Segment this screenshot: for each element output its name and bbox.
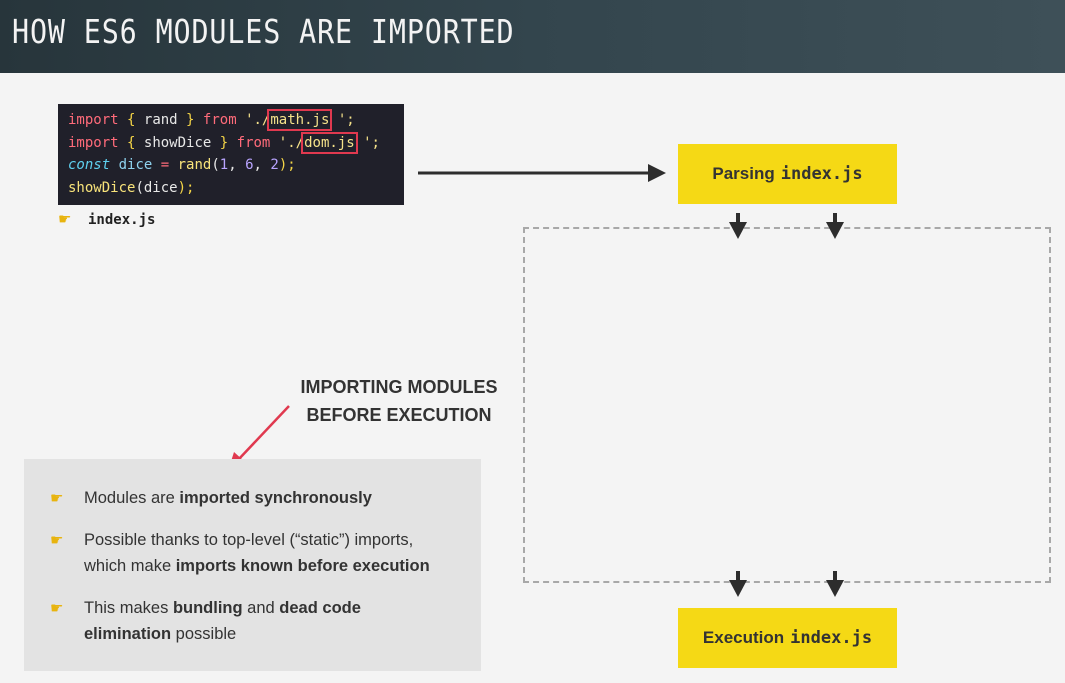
code-line-2: import { showDice } from './dom.js '; — [68, 131, 380, 154]
arrow-icon — [418, 164, 666, 182]
down-arrows-bottom — [729, 571, 844, 597]
file-label: ☛ index.js — [58, 210, 155, 228]
bullet-1: ☛ Modules are imported synchronously — [50, 485, 470, 511]
execution-file: index.js — [790, 628, 873, 648]
bullet-1-text: Modules are imported synchronously — [84, 489, 372, 507]
file-name: index.js — [88, 212, 156, 228]
bullet-2: ☛ Possible thanks to top-level (“static”… — [50, 527, 470, 579]
parsing-box: Parsing index.js — [678, 144, 897, 204]
pointing-hand-icon: ☛ — [50, 489, 64, 507]
down-arrows-top — [729, 213, 844, 239]
pointing-hand-icon: ☛ — [58, 210, 72, 228]
pointing-hand-icon: ☛ — [50, 531, 64, 549]
parsing-file: index.js — [780, 164, 863, 184]
header-bar: HOW ES6 MODULES ARE IMPORTED — [0, 0, 1065, 73]
page-title: HOW ES6 MODULES ARE IMPORTED — [12, 12, 515, 51]
annotation-line-2: BEFORE EXECUTION — [306, 405, 492, 425]
math-js-highlight: math.js — [267, 109, 333, 131]
execution-box: Execution index.js — [678, 608, 897, 668]
bullet-2-text: Possible thanks to top-level (“static”) … — [84, 531, 430, 575]
code-line-3: const dice = rand(1, 6, 2); — [68, 157, 296, 173]
code-snippet: import { rand } from './math.js ';import… — [58, 104, 404, 205]
module-loading-region — [523, 227, 1051, 583]
dom-js-highlight: dom.js — [301, 131, 358, 154]
parsing-label: Parsing — [712, 164, 775, 183]
pointing-hand-icon: ☛ — [50, 599, 64, 617]
annotation-line-1: IMPORTING MODULES — [300, 377, 498, 397]
annotation-text: IMPORTING MODULES BEFORE EXECUTION — [286, 373, 512, 429]
execution-label: Execution — [702, 628, 785, 647]
code-line-4: showDice(dice); — [68, 179, 195, 196]
info-box: ☛ Modules are imported synchronously ☛ P… — [24, 459, 481, 671]
code-line-1: import { rand } from './math.js '; — [68, 109, 355, 131]
